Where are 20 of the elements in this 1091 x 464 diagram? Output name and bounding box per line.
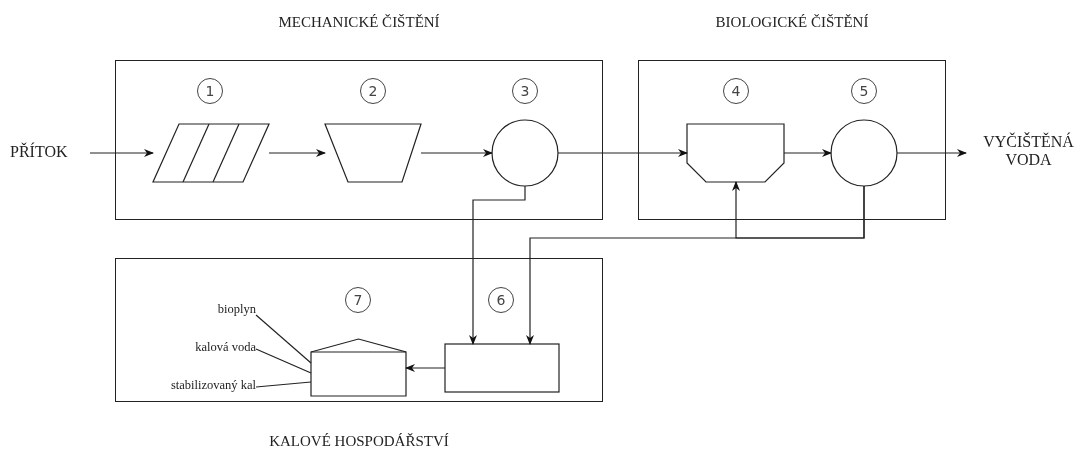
output-label: stabilizovaný kal <box>169 378 256 393</box>
output-label: bioplyn <box>216 302 256 317</box>
section-heading: KALOVÉ HOSPODÁŘSTVÍ <box>268 433 450 450</box>
flow-arrow <box>732 181 865 239</box>
flow-arrow <box>896 149 967 157</box>
section-heading: BIOLOGICKÉ ČIŠTĚNÍ <box>714 14 870 31</box>
flow-label: VYČIŠTĚNÁ VODA <box>982 133 1075 169</box>
flow-arrow <box>268 149 326 157</box>
leader-line <box>255 314 312 364</box>
flow-arrow <box>89 149 154 157</box>
flow-arrow <box>557 149 688 157</box>
flow-arrow <box>405 364 446 372</box>
flow-arrow <box>783 149 832 157</box>
flow-arrow <box>469 185 526 345</box>
flow-label: PŘÍTOK <box>10 143 69 161</box>
section-heading: MECHANICKÉ ČIŠTĚNÍ <box>277 14 441 31</box>
leader-line <box>255 348 312 374</box>
flow-arrow <box>420 149 493 157</box>
output-label: kalová voda <box>194 340 256 355</box>
leader-line <box>255 381 312 388</box>
